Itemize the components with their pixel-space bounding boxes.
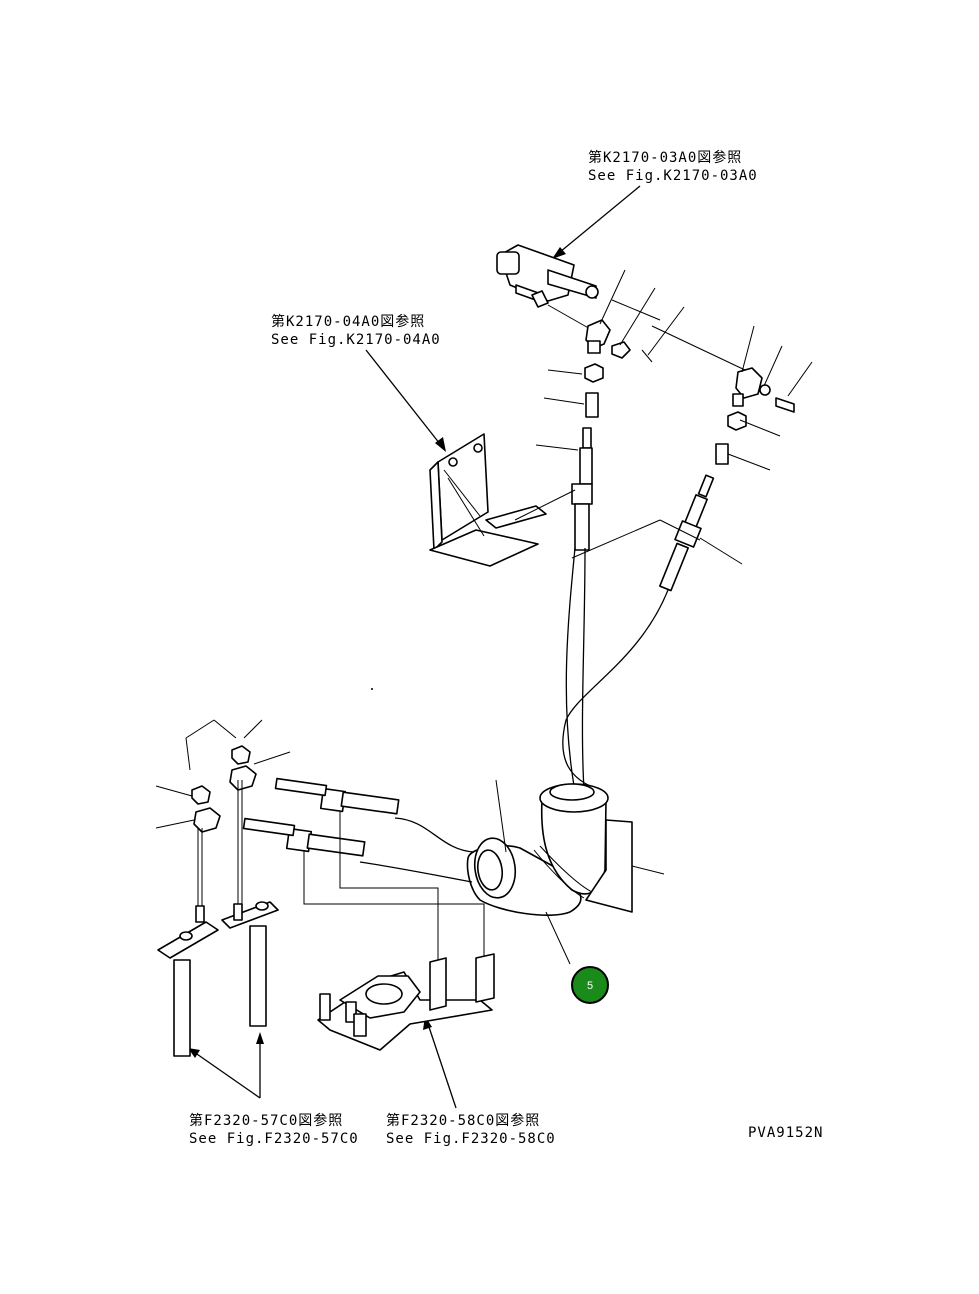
cable-bracket — [429, 433, 701, 567]
governor-lever-assembly — [496, 244, 746, 371]
ref-label-f2320-58c0: 第F2320-58C0図参照 See Fig.F2320-58C0 — [386, 1112, 556, 1147]
callout-5[interactable]: 5 — [571, 966, 609, 1004]
stray-dot — [371, 688, 373, 690]
upper-left-cable — [535, 363, 604, 791]
ref-label-k2170-04a0: 第K2170-04A0図参照 See Fig.K2170-04A0 — [271, 313, 441, 348]
lower-left-linkage — [155, 719, 291, 1057]
ref-label-f2320-57c0: 第F2320-57C0図参照 See Fig.F2320-57C0 — [189, 1112, 359, 1147]
drawing-code: PVA9152N — [748, 1125, 823, 1141]
ref-f2320-57c0-en: See Fig.F2320-57C0 — [189, 1131, 359, 1147]
lower-cables — [242, 777, 485, 960]
ref-f2320-57c0-jp: 第F2320-57C0図参照 — [189, 1112, 343, 1129]
upper-right-rod-end — [715, 325, 813, 471]
upper-left-rod-end — [547, 269, 685, 363]
ref-f2320-58c0-jp: 第F2320-58C0図参照 — [386, 1112, 540, 1129]
ref-k2170-04a0-en: See Fig.K2170-04A0 — [271, 332, 441, 348]
callout-circle[interactable] — [571, 966, 609, 1004]
ref-f2320-58c0-en: See Fig.F2320-58C0 — [386, 1131, 556, 1147]
callout-number[interactable]: 5 — [587, 980, 593, 992]
ref-k2170-03a0-jp: 第K2170-03A0図参照 — [588, 149, 742, 166]
ref-k2170-03a0-en: See Fig.K2170-03A0 — [588, 168, 758, 184]
leader-arrows — [188, 185, 641, 1109]
ref-label-k2170-03a0: 第K2170-03A0図参照 See Fig.K2170-03A0 — [588, 149, 758, 184]
pedal-base-plate — [317, 953, 495, 1051]
cable-boot — [466, 779, 665, 965]
ref-k2170-04a0-jp: 第K2170-04A0図参照 — [271, 313, 425, 330]
